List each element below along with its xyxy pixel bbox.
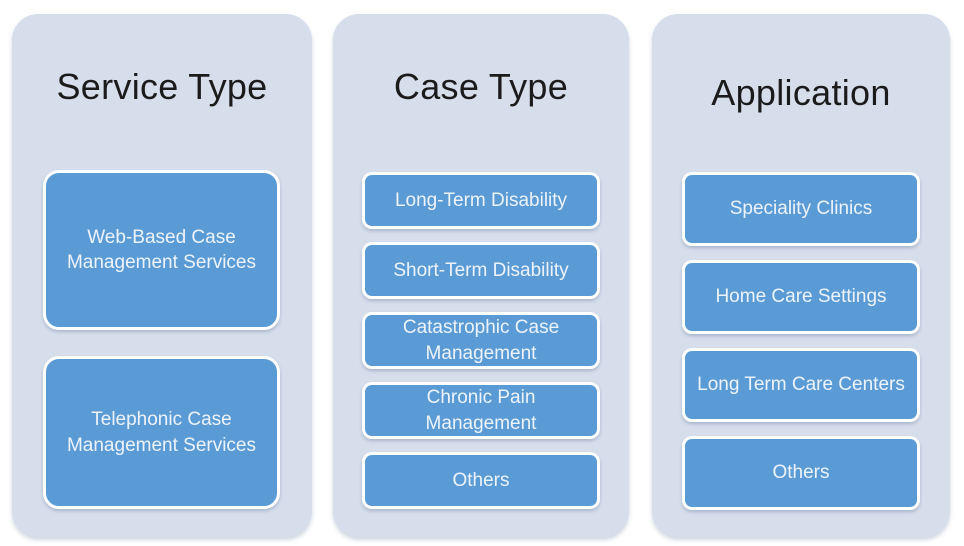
node-label: Home Care Settings <box>715 286 887 308</box>
service-type-nodes: Web-Based Case Management Services Telep… <box>43 170 280 509</box>
column-title-service-type: Service Type <box>56 66 268 107</box>
node-label: Others <box>772 462 830 484</box>
column-application: Application Speciality Clinics Home Care… <box>652 14 950 537</box>
node-label: Long Term Care Centers <box>697 374 905 396</box>
node-label: Speciality Clinics <box>729 198 873 220</box>
node-label: Others <box>452 469 510 491</box>
node-catastrophic-case-management: Catastrophic Case Management <box>362 312 600 369</box>
node-application-others: Others <box>682 436 920 510</box>
node-chronic-pain-management: Chronic Pain Management <box>362 382 600 439</box>
node-label: Long-Term Disability <box>394 189 568 211</box>
node-label: Chronic Pain Management <box>425 387 537 434</box>
column-service-type: Service Type Web-Based Case Management S… <box>12 14 312 537</box>
node-long-term-disability: Long-Term Disability <box>362 172 600 229</box>
application-nodes: Speciality Clinics Home Care Settings Lo… <box>682 172 920 510</box>
node-speciality-clinics: Speciality Clinics <box>682 172 920 246</box>
node-home-care-settings: Home Care Settings <box>682 260 920 334</box>
node-long-term-care-centers: Long Term Care Centers <box>682 348 920 422</box>
node-label: Catastrophic Case Management <box>402 317 560 364</box>
column-case-type: Case Type Long-Term Disability Short-Ter… <box>333 14 629 537</box>
node-label: Telephonic Case Management Services <box>66 409 257 456</box>
column-title-case-type: Case Type <box>393 66 569 107</box>
node-web-based-case-management-services: Web-Based Case Management Services <box>43 170 280 330</box>
node-label: Web-Based Case Management Services <box>66 226 257 273</box>
node-telephonic-case-management-services: Telephonic Case Management Services <box>43 356 280 509</box>
column-title-application: Application <box>711 72 891 113</box>
node-case-type-others: Others <box>362 452 600 509</box>
case-type-nodes: Long-Term Disability Short-Term Disabili… <box>362 172 600 509</box>
node-label: Short-Term Disability <box>393 259 569 281</box>
node-short-term-disability: Short-Term Disability <box>362 242 600 299</box>
